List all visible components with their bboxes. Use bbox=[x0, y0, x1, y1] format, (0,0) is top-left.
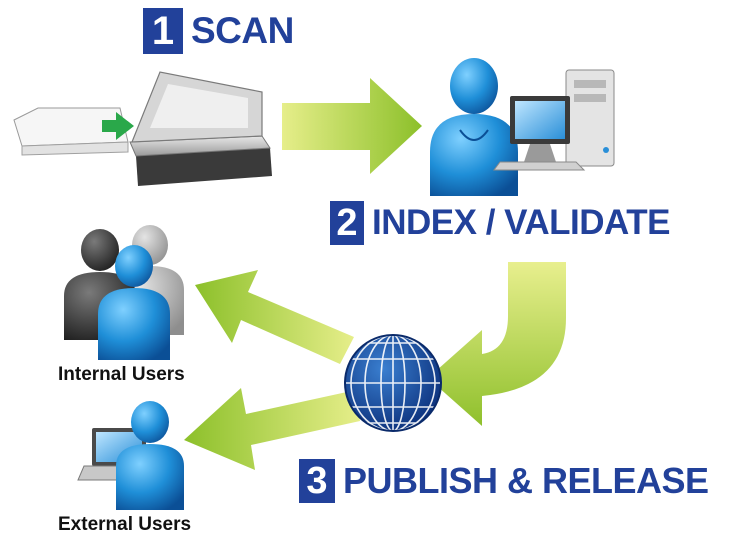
globe-icon bbox=[344, 334, 442, 432]
arrow-icon bbox=[184, 388, 360, 470]
arrow-icon bbox=[282, 78, 422, 174]
arrow-icon bbox=[428, 262, 566, 426]
step-scan: 1 SCAN bbox=[143, 8, 294, 54]
scanner-icon bbox=[13, 71, 272, 186]
arrow-icon bbox=[195, 270, 354, 364]
operator-icon bbox=[430, 58, 518, 196]
external-user-icon bbox=[116, 401, 184, 510]
internal-users-label: Internal Users bbox=[58, 364, 185, 385]
step-publish-release: 3 PUBLISH & RELEASE bbox=[299, 459, 709, 503]
step-index-validate: 2 INDEX / VALIDATE bbox=[330, 201, 670, 245]
external-users-label: External Users bbox=[58, 514, 192, 535]
step-number-badge: 2 bbox=[330, 201, 364, 245]
user-group-icon bbox=[64, 225, 184, 360]
step-label: SCAN bbox=[191, 10, 294, 51]
step-label: PUBLISH & RELEASE bbox=[343, 460, 709, 501]
step-number-badge: 3 bbox=[299, 459, 335, 503]
step-label: INDEX / VALIDATE bbox=[372, 203, 670, 242]
computer-icon bbox=[493, 69, 615, 171]
step-number-badge: 1 bbox=[143, 8, 183, 54]
